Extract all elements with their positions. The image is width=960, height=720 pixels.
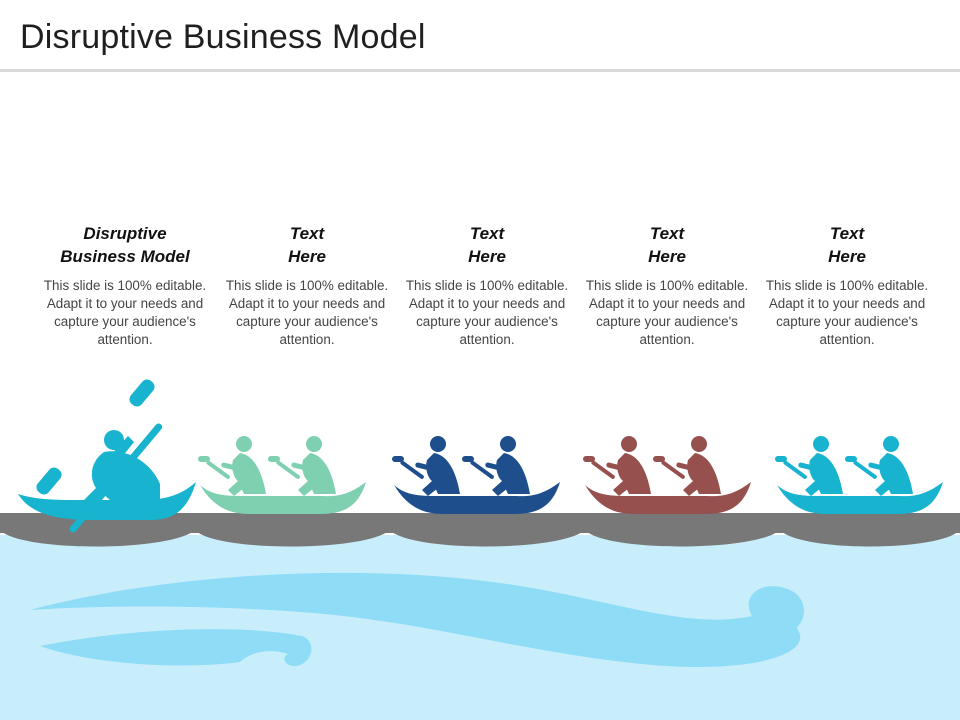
column-heading-line1: Text: [649, 224, 685, 243]
column-heading-line1: Text: [469, 224, 505, 243]
title-divider: [0, 69, 960, 72]
column-heading-line1: Text: [289, 224, 325, 243]
dock-floats: [0, 525, 960, 547]
column-body: This slide is 100% editable. Adapt it to…: [765, 278, 929, 347]
column-heading: Disruptive Business Model: [40, 222, 210, 268]
rowers-icon-4: [583, 436, 751, 514]
column-heading: Text Here: [402, 222, 572, 268]
column-heading-line1: Disruptive: [83, 224, 167, 243]
column-body: This slide is 100% editable. Adapt it to…: [43, 278, 207, 347]
wave-tail: [40, 629, 312, 667]
column-heading-line2: Business Model: [60, 247, 190, 266]
column-body: This slide is 100% editable. Adapt it to…: [585, 278, 749, 347]
column-heading: Text Here: [222, 222, 392, 268]
column-1: Disruptive Business Model This slide is …: [40, 222, 210, 349]
column-5: Text Here This slide is 100% editable. A…: [762, 222, 932, 349]
column-3: Text Here This slide is 100% editable. A…: [402, 222, 572, 349]
column-heading: Text Here: [762, 222, 932, 268]
slide-title: Disruptive Business Model: [20, 18, 426, 56]
column-heading: Text Here: [582, 222, 752, 268]
rowers-icon-2: [198, 436, 366, 514]
column-heading-line2: Here: [648, 247, 686, 266]
column-heading-line2: Here: [828, 247, 866, 266]
rowers-icon-5: [775, 436, 943, 514]
column-4: Text Here This slide is 100% editable. A…: [582, 222, 752, 349]
kayaker-icon: [18, 379, 196, 533]
column-body: This slide is 100% editable. Adapt it to…: [405, 278, 569, 347]
column-body: This slide is 100% editable. Adapt it to…: [225, 278, 389, 347]
column-heading-line2: Here: [288, 247, 326, 266]
column-2: Text Here This slide is 100% editable. A…: [222, 222, 392, 349]
column-heading-line2: Here: [468, 247, 506, 266]
column-heading-line1: Text: [829, 224, 865, 243]
rowing-scene-illustration: [0, 379, 960, 720]
rowers-icon-3: [392, 436, 560, 514]
wave: [30, 572, 804, 667]
